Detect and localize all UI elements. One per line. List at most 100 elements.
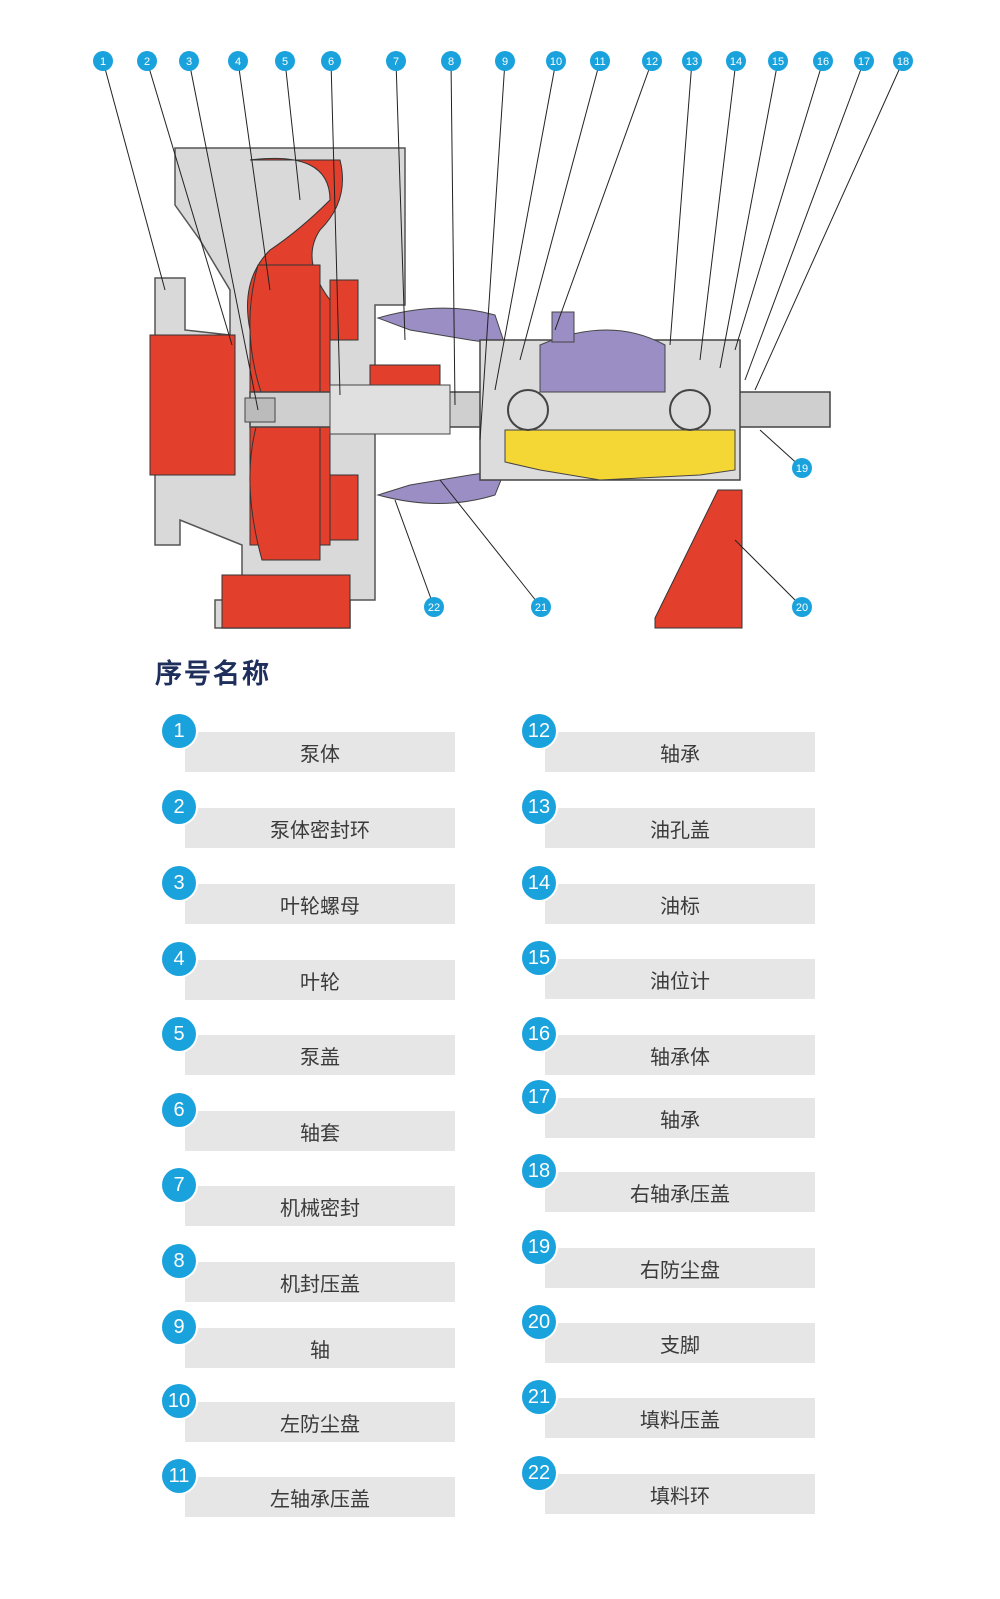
callout-number: 9 bbox=[502, 56, 508, 68]
leader-line bbox=[450, 60, 456, 406]
part-name: 支脚 bbox=[545, 1323, 815, 1363]
callout-number: 2 bbox=[144, 56, 150, 68]
part-name: 油孔盖 bbox=[545, 808, 815, 848]
callout-badge bbox=[228, 51, 248, 71]
callout-number: 11 bbox=[594, 56, 605, 68]
inlet-flange bbox=[149, 334, 236, 476]
leader-line bbox=[699, 60, 737, 361]
leader-line bbox=[554, 60, 653, 331]
part-name: 叶轮 bbox=[185, 960, 455, 1000]
callout-badge bbox=[441, 51, 461, 71]
leader-line bbox=[669, 60, 693, 346]
oil-chamber-bottom bbox=[504, 429, 736, 481]
part-number-badge: 16 bbox=[522, 1017, 556, 1051]
part-number-badge: 11 bbox=[162, 1459, 196, 1493]
section-title: 序号名称 bbox=[155, 659, 271, 690]
callout-number: 7 bbox=[393, 56, 399, 68]
callout-badge bbox=[424, 597, 444, 617]
part-name: 轴 bbox=[185, 1328, 455, 1368]
bearing-housing bbox=[479, 311, 741, 481]
pump-body bbox=[149, 147, 406, 629]
leader-line bbox=[494, 60, 557, 391]
callout-number: 18 bbox=[897, 56, 909, 68]
callout-number: 21 bbox=[535, 602, 547, 614]
part-name: 泵体 bbox=[185, 732, 455, 772]
part-number-badge: 21 bbox=[522, 1380, 556, 1414]
cover-cavity-bottom bbox=[329, 474, 359, 541]
callout-badge bbox=[642, 51, 662, 71]
part-name: 轴承体 bbox=[545, 1035, 815, 1075]
callout-number: 4 bbox=[235, 56, 241, 68]
part-number-badge: 7 bbox=[162, 1168, 196, 1202]
callout-number: 19 bbox=[796, 463, 808, 475]
part-number-badge: 2 bbox=[162, 790, 196, 824]
part-name: 轴承 bbox=[545, 732, 815, 772]
callout-number: 15 bbox=[772, 56, 784, 68]
callout-number: 10 bbox=[550, 56, 562, 68]
oil-hole-cap bbox=[551, 311, 575, 343]
part-number-badge: 15 bbox=[522, 941, 556, 975]
leader-line bbox=[102, 60, 166, 291]
leader-line bbox=[146, 60, 233, 346]
callout-badge bbox=[93, 51, 113, 71]
leader-line bbox=[519, 60, 601, 361]
leader-line bbox=[439, 479, 542, 608]
callout-number: 1 bbox=[100, 56, 106, 68]
callout-badge bbox=[321, 51, 341, 71]
callout-number: 13 bbox=[686, 56, 698, 68]
callout-number: 8 bbox=[448, 56, 454, 68]
part-name: 机械密封 bbox=[185, 1186, 455, 1226]
cover-cavity-top bbox=[329, 279, 359, 341]
callout-badge bbox=[768, 51, 788, 71]
part-name: 泵体密封环 bbox=[185, 808, 455, 848]
callout-badge bbox=[531, 597, 551, 617]
leader-line bbox=[719, 60, 779, 369]
callout-badge bbox=[813, 51, 833, 71]
outlet-flange bbox=[221, 574, 351, 629]
callout-badge bbox=[792, 597, 812, 617]
leader-line bbox=[479, 60, 506, 441]
callout-number: 17 bbox=[858, 56, 870, 68]
part-number-badge: 12 bbox=[522, 714, 556, 748]
part-name: 填料压盖 bbox=[545, 1398, 815, 1438]
leader-line bbox=[394, 499, 435, 608]
callout-badge bbox=[275, 51, 295, 71]
part-name: 左轴承压盖 bbox=[185, 1477, 455, 1517]
callout-badge bbox=[546, 51, 566, 71]
part-number-badge: 17 bbox=[522, 1080, 556, 1114]
part-number-badge: 8 bbox=[162, 1244, 196, 1278]
part-name: 叶轮螺母 bbox=[185, 884, 455, 924]
callout-number: 6 bbox=[328, 56, 334, 68]
callout-number: 22 bbox=[428, 602, 440, 614]
part-number-badge: 4 bbox=[162, 942, 196, 976]
callout-badge bbox=[792, 458, 812, 478]
part-number-badge: 18 bbox=[522, 1154, 556, 1188]
leader-line bbox=[734, 539, 803, 608]
callout-badge bbox=[179, 51, 199, 71]
part-number-badge: 9 bbox=[162, 1310, 196, 1344]
impeller-nut bbox=[244, 397, 276, 423]
leader-line bbox=[284, 60, 301, 201]
part-name: 油位计 bbox=[545, 959, 815, 999]
part-number-badge: 20 bbox=[522, 1305, 556, 1339]
leader-line bbox=[744, 60, 865, 381]
callout-badge bbox=[726, 51, 746, 71]
leader-line bbox=[754, 60, 904, 391]
part-number-badge: 1 bbox=[162, 714, 196, 748]
part-name: 轴承 bbox=[545, 1098, 815, 1138]
callout-number: 3 bbox=[186, 56, 192, 68]
part-name: 右防尘盘 bbox=[545, 1248, 815, 1288]
